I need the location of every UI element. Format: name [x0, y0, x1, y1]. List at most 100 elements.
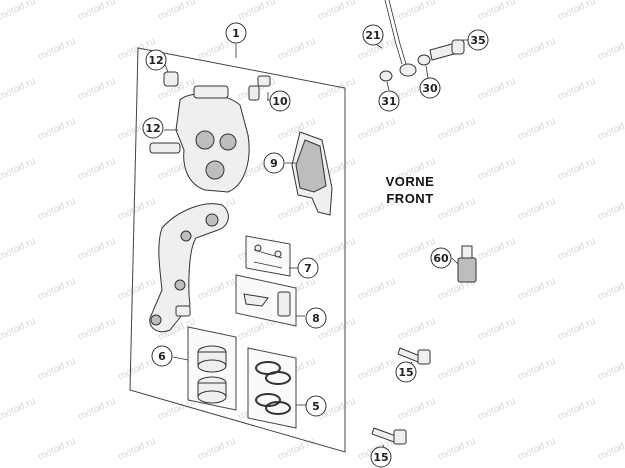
callout-15b-label: 15: [373, 451, 388, 464]
callout-9-label: 9: [270, 157, 278, 170]
seal-box: [247, 347, 297, 429]
watermark-text: motod.ru: [117, 436, 157, 463]
callout-10-label: 10: [272, 95, 288, 108]
callout-7-circle: [297, 257, 319, 279]
watermark-text: motod.ru: [37, 356, 77, 383]
callout-31-circle: [378, 90, 400, 112]
callout-60-circle: [430, 247, 452, 269]
loctite-tube: [457, 245, 477, 283]
callout-31: 31: [378, 90, 400, 112]
brake-caliper: [149, 85, 250, 193]
direction-label-vorne: VORNE: [386, 174, 435, 189]
callout-10-circle: [269, 90, 291, 112]
watermark-text: motod.ru: [437, 436, 477, 463]
brake-pad: [291, 131, 333, 216]
callout-6-circle: [151, 345, 173, 367]
piston-box: [187, 326, 237, 411]
watermark-text: motod.ru: [557, 156, 597, 183]
watermark-text: motod.ru: [597, 196, 625, 223]
brake-line: [384, 0, 417, 77]
watermark-text: motod.ru: [477, 236, 517, 263]
bleed-screw: [248, 75, 271, 101]
callout-10: 10: [269, 90, 291, 112]
callout-8: 8: [305, 307, 327, 329]
watermark-text: motod.ru: [477, 76, 517, 103]
watermark-text: motod.ru: [37, 36, 77, 63]
watermark-text: motod.ru: [0, 236, 37, 263]
watermark-text: motod.ru: [517, 36, 557, 63]
callout-5-label: 5: [312, 400, 320, 413]
watermark-text: motod.ru: [0, 156, 37, 183]
callout-6: 6: [151, 345, 173, 367]
watermark-text: motod.ru: [517, 276, 557, 303]
callout-30: 30: [419, 77, 441, 99]
callout-12a-label: 12: [148, 54, 163, 67]
watermark-text: motod.ru: [277, 36, 317, 63]
watermark-text: motod.ru: [317, 236, 357, 263]
callout-12b-label: 12: [145, 122, 160, 135]
watermark-text: motod.ru: [597, 276, 625, 303]
callout-7: 7: [297, 257, 319, 279]
callout-9: 9: [263, 152, 285, 174]
watermark-text: motod.ru: [37, 436, 77, 463]
callout-8-label: 8: [312, 312, 320, 325]
callout-30-circle: [419, 77, 441, 99]
watermark-text: motod.ru: [477, 316, 517, 343]
assembly-panel: [129, 47, 346, 453]
watermark-text: motod.ru: [317, 0, 357, 23]
watermark-text: motod.ru: [477, 0, 517, 23]
callout-15a-circle: [395, 361, 417, 383]
bolt-lower: [371, 427, 407, 445]
guide-pin-top: [163, 61, 179, 87]
watermark-text: motod.ru: [477, 156, 517, 183]
watermark-text: motod.ru: [157, 0, 197, 23]
watermark-text: motod.ru: [517, 436, 557, 463]
callout-21-label: 21: [365, 29, 380, 42]
callout-5: 5: [305, 395, 327, 417]
watermark-text: motod.ru: [77, 156, 117, 183]
callout-5-circle: [305, 395, 327, 417]
watermark-text: motod.ru: [37, 276, 77, 303]
watermark-text: motod.ru: [277, 436, 317, 463]
watermark-text: motod.ru: [477, 396, 517, 423]
watermark-text: motod.ru: [277, 196, 317, 223]
callout-6-label: 6: [158, 350, 166, 363]
watermark-text: motod.ru: [0, 316, 37, 343]
watermark-text: motod.ru: [397, 316, 437, 343]
callout-35-circle: [467, 29, 489, 51]
watermark-text: motod.ru: [237, 0, 277, 23]
spring-kit-box: [235, 274, 297, 327]
watermark-text: motod.ru: [317, 76, 357, 103]
watermark-text: motod.ru: [117, 356, 157, 383]
callout-31-label: 31: [381, 95, 396, 108]
callout-1: 1: [225, 22, 247, 44]
watermark-text: motod.ru: [77, 0, 117, 23]
watermark-text: motod.ru: [0, 0, 37, 23]
watermark-text: motod.ru: [517, 356, 557, 383]
pin-kit-box: [245, 235, 291, 277]
watermark-text: motod.ru: [517, 116, 557, 143]
watermark-text: motod.ru: [597, 356, 625, 383]
callout-15a: 15: [395, 361, 417, 383]
banjo-bolt: [429, 39, 465, 61]
watermark-text: motod.ru: [557, 236, 597, 263]
watermark-text: motod.ru: [597, 36, 625, 63]
watermark-text: motod.ru: [77, 76, 117, 103]
callout-9-circle: [263, 152, 285, 174]
callout-60: 60: [430, 247, 452, 269]
watermark-text: motod.ru: [357, 276, 397, 303]
watermark-text: motod.ru: [557, 0, 597, 23]
watermark-text: motod.ru: [357, 356, 397, 383]
watermark-text: motod.ru: [357, 116, 397, 143]
watermark-text: motod.ru: [197, 436, 237, 463]
callout-15b: 15: [370, 446, 392, 468]
caliper-bracket: [149, 203, 229, 333]
watermark-text: motod.ru: [437, 356, 477, 383]
callout-15b-circle: [370, 446, 392, 468]
callout-60-label: 60: [433, 252, 449, 265]
watermark-text: motod.ru: [37, 196, 77, 223]
watermark-text: motod.ru: [597, 116, 625, 143]
